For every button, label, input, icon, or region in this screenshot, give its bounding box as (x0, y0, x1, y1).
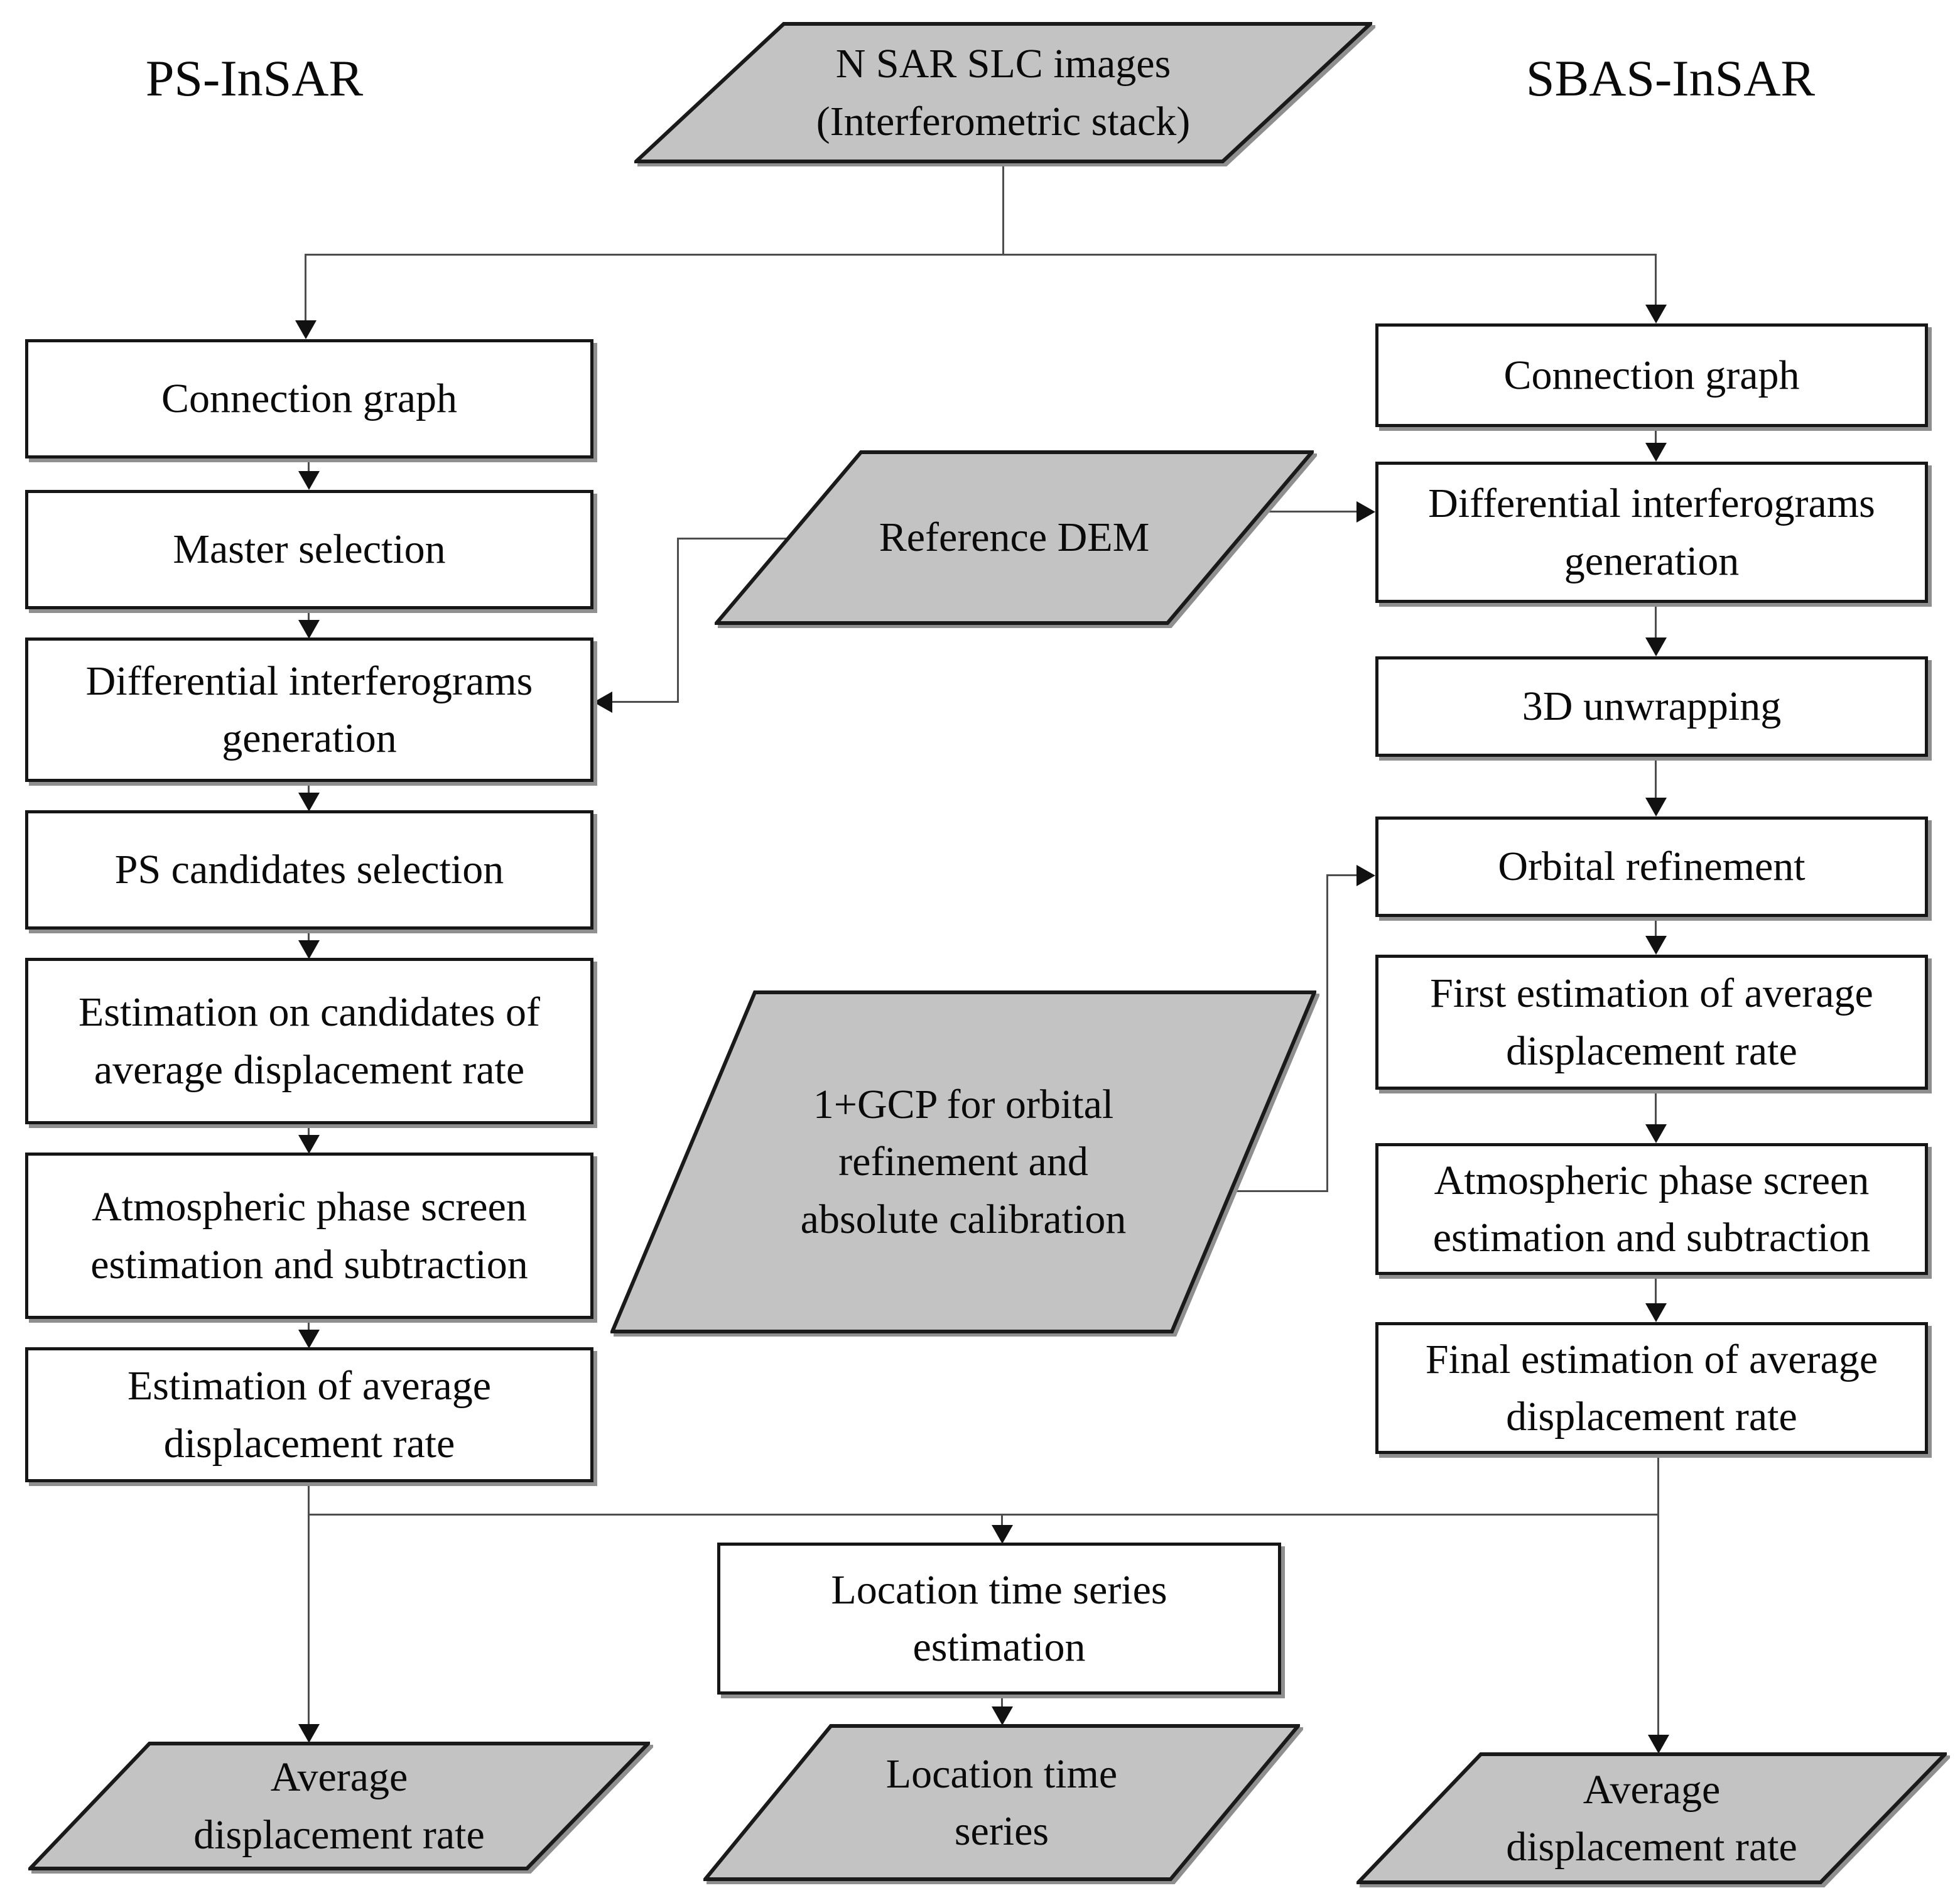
node-sbas-connection-graph-label: Connection graph (1503, 352, 1800, 398)
arrowhead-sbas-5-6 (1645, 1124, 1667, 1143)
node-ps-connection-graph: Connection graph (25, 339, 593, 458)
node-ps-connection-graph-label: Connection graph (161, 376, 458, 422)
arrowhead-refdem-to-sbas (1356, 501, 1375, 523)
connector-gcp-rise (1326, 874, 1328, 1192)
arrowhead-into-avg-left (298, 1724, 320, 1743)
node-sar-slc-stack-label: N SAR SLC images(Interferometric stack) (816, 41, 1191, 144)
node-sbas-orbital-refinement: Orbital refinement (1375, 817, 1928, 917)
connector-refdem-left-bottom (611, 701, 679, 703)
node-sbas-3d-unwrapping: 3D unwrapping (1375, 656, 1928, 757)
arrowhead-refdem-to-ps (593, 692, 612, 713)
arrowhead-sbas-2-3 (1645, 637, 1667, 656)
node-ps-candidates-selection-label: PS candidates selection (114, 847, 504, 893)
column-header-sbas-insar: SBAS-InSAR (1525, 50, 1816, 107)
arrowhead-sbas-1-2 (1645, 443, 1667, 462)
node-sar-slc-stack: N SAR SLC images(Interferometric stack) (634, 22, 1372, 163)
node-ps-master-selection-label: Master selection (173, 526, 446, 573)
connector-ps-output-drop (308, 1482, 310, 1725)
node-ps-candidates-selection: PS candidates selection (25, 810, 593, 930)
connector-sbas-2-3 (1655, 603, 1657, 640)
connector-refdem-left-top (678, 538, 786, 540)
parallelogram-shape (715, 450, 1314, 625)
arrowhead-sbas-3-4 (1645, 798, 1667, 817)
arrowhead-ps-2-3 (298, 620, 320, 639)
connector-ps-2-3 (308, 609, 310, 621)
arrowhead-ps-3-4 (298, 793, 320, 811)
parallelogram-shape (1356, 1752, 1947, 1884)
connector-drop-sbas (1655, 254, 1657, 306)
arrowhead-ps-1-2 (298, 471, 320, 490)
node-sbas-orbital-refinement-label: Orbital refinement (1498, 844, 1806, 890)
connector-sbas-4-5 (1655, 917, 1657, 938)
connector-sbas-5-6 (1655, 1090, 1657, 1127)
node-sbas-3d-unwrapping-label: 3D unwrapping (1522, 683, 1782, 730)
connector-drop-ps (305, 254, 306, 322)
connector-ps-4-5 (308, 930, 310, 941)
connector-bottom-branch (308, 1514, 1659, 1516)
connector-ps-1-2 (308, 458, 310, 472)
connector-gcp-top (1328, 874, 1358, 876)
connector-ps-3-4 (308, 782, 310, 794)
connector-ps-5-6 (308, 1124, 310, 1136)
arrowhead-into-loc-est (992, 1525, 1013, 1544)
parallelogram-shape (703, 1724, 1300, 1881)
connector-into-loc-est (1001, 1514, 1003, 1526)
connector-refdem-to-sbas (1262, 511, 1358, 513)
parallelogram-shape (634, 22, 1372, 163)
arrowhead-into-sbas-connection-graph (1645, 305, 1667, 323)
arrowhead-into-ps-connection-graph (295, 320, 317, 339)
arrowhead-gcp-to-orbital (1356, 865, 1375, 886)
connector-sbas-6-7 (1655, 1275, 1657, 1306)
arrowhead-ps-5-6 (298, 1135, 320, 1154)
connector-refdem-left-drop (677, 538, 679, 703)
arrowhead-ps-6-7 (298, 1330, 320, 1348)
connector-sbas-output-drop (1657, 1454, 1659, 1736)
connector-top-branch (305, 254, 1657, 256)
connector-gcp-bottom (1228, 1190, 1328, 1192)
connector-sbas-3-4 (1655, 757, 1657, 800)
node-reference-dem-label: Reference DEM (879, 514, 1150, 561)
arrowhead-sbas-6-7 (1645, 1303, 1667, 1322)
column-header-ps-insar: PS-InSAR (145, 50, 364, 107)
connector-loc-est-to-series (1001, 1695, 1003, 1708)
connector-stack-stem (1002, 162, 1004, 254)
arrowhead-sbas-4-5 (1645, 936, 1667, 955)
parallelogram-shape (610, 990, 1316, 1333)
connector-ps-6-7 (308, 1319, 310, 1331)
node-ps-master-selection: Master selection (25, 490, 593, 609)
parallelogram-shape (28, 1742, 650, 1870)
connector-sbas-1-2 (1655, 427, 1657, 445)
node-sbas-connection-graph: Connection graph (1375, 323, 1928, 427)
arrowhead-ps-4-5 (298, 940, 320, 959)
arrowhead-into-loc-series (992, 1706, 1013, 1725)
arrowhead-into-avg-right (1648, 1735, 1669, 1754)
node-reference-dem: Reference DEM (715, 450, 1314, 625)
